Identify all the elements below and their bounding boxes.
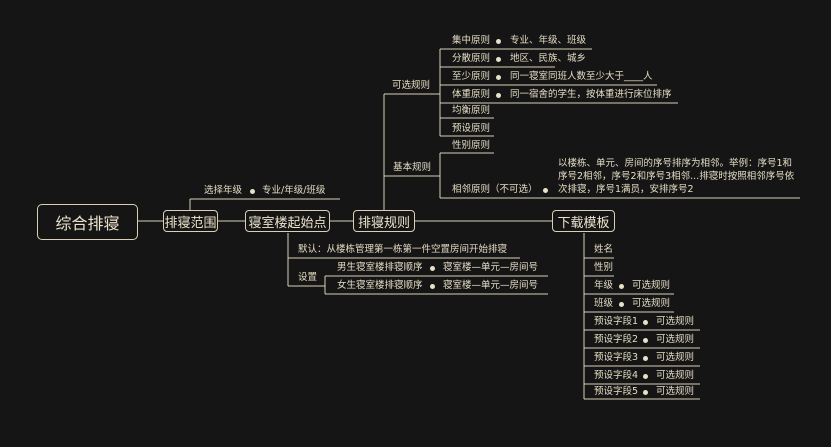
bullet-dot xyxy=(643,320,648,325)
rule-adjacent-line[interactable]: 序号2相邻，序号2和序号3相邻...排寝时按照相邻序号依 xyxy=(558,171,795,182)
start-female-label[interactable]: 女生寝室楼排寝顺序 xyxy=(337,280,423,291)
rule-item-label[interactable]: 均衡原则 xyxy=(452,105,491,116)
node-rules[interactable]: 排寝规则 xyxy=(353,210,415,232)
rule-item-value[interactable]: 专业、年级、班级 xyxy=(510,35,587,46)
root-node[interactable]: 综合排寝 xyxy=(37,204,138,240)
field-value[interactable]: 可选规则 xyxy=(632,280,671,291)
start-default-text[interactable]: 默认：从楼栋管理第一栋第一件空置房间开始排寝 xyxy=(298,244,508,255)
rule-item-label[interactable]: 体重原则 xyxy=(452,89,491,100)
range-child-value[interactable]: 专业/年级/班级 xyxy=(262,185,326,196)
field-label[interactable]: 年级 xyxy=(594,280,614,291)
field-label[interactable]: 预设字段5 xyxy=(594,386,639,397)
field-value[interactable]: 可选规则 xyxy=(656,386,695,397)
field-value[interactable]: 可选规则 xyxy=(632,298,671,309)
rule-adjacent-line[interactable]: 次排寝，序号1满员，安排序号2 xyxy=(558,184,694,195)
bullet-dot xyxy=(430,266,435,271)
node-start[interactable]: 寝室楼起始点 xyxy=(245,210,330,232)
rule-item-value[interactable]: 同一宿舍的学生，按体重进行床位排序 xyxy=(510,89,672,100)
rules-basic-label[interactable]: 基本规则 xyxy=(393,162,432,173)
rules-optional-label[interactable]: 可选规则 xyxy=(392,80,431,91)
bullet-dot xyxy=(643,338,648,343)
range-child-label[interactable]: 选择年级 xyxy=(204,185,243,196)
start-male-value[interactable]: 寝室楼—单元—房间号 xyxy=(443,262,539,273)
bullet-dot xyxy=(496,93,501,98)
field-label[interactable]: 预设字段2 xyxy=(594,334,639,345)
bullet-dot xyxy=(643,374,648,379)
rule-adjacent-label[interactable]: 相邻原则（不可选） xyxy=(452,184,538,195)
field-label[interactable]: 性别 xyxy=(594,262,614,273)
bullet-dot xyxy=(643,390,648,395)
node-download[interactable]: 下载模板 xyxy=(552,210,615,232)
bullet-dot xyxy=(619,302,624,307)
bullet-dot xyxy=(496,39,501,44)
field-label[interactable]: 班级 xyxy=(594,298,614,309)
bullet-dot xyxy=(430,284,435,289)
field-label[interactable]: 预设字段1 xyxy=(594,316,639,327)
field-value[interactable]: 可选规则 xyxy=(656,370,695,381)
rule-item-label[interactable]: 集中原则 xyxy=(452,35,491,46)
field-label[interactable]: 预设字段4 xyxy=(594,370,639,381)
bullet-dot xyxy=(543,188,548,193)
node-range[interactable]: 排寝范围 xyxy=(163,210,218,232)
field-value[interactable]: 可选规则 xyxy=(656,316,695,327)
rule-gender-label[interactable]: 性别原则 xyxy=(452,140,491,151)
rule-item-label[interactable]: 分散原则 xyxy=(452,53,491,64)
start-setting-label[interactable]: 设置 xyxy=(298,272,318,283)
rule-adjacent-line[interactable]: 以楼栋、单元、房间的序号排序为相邻。举例：序号1和 xyxy=(558,158,793,169)
field-label[interactable]: 姓名 xyxy=(594,244,614,255)
field-label[interactable]: 预设字段3 xyxy=(594,352,639,363)
bullet-dot xyxy=(496,75,501,80)
field-value[interactable]: 可选规则 xyxy=(656,352,695,363)
rule-item-label[interactable]: 预设原则 xyxy=(452,123,491,134)
start-male-label[interactable]: 男生寝室楼排寝顺序 xyxy=(337,262,423,273)
rule-item-value[interactable]: 地区、民族、城乡 xyxy=(510,53,587,64)
field-value[interactable]: 可选规则 xyxy=(656,334,695,345)
bullet-dot xyxy=(619,284,624,289)
bullet-dot xyxy=(496,57,501,62)
bullet-dot xyxy=(250,189,255,194)
rule-item-label[interactable]: 至少原则 xyxy=(452,71,491,82)
bullet-dot xyxy=(643,356,648,361)
rule-item-value[interactable]: 同一寝室同班人数至少大于____人 xyxy=(510,71,653,82)
start-female-value[interactable]: 寝室楼—单元—房间号 xyxy=(443,280,539,291)
